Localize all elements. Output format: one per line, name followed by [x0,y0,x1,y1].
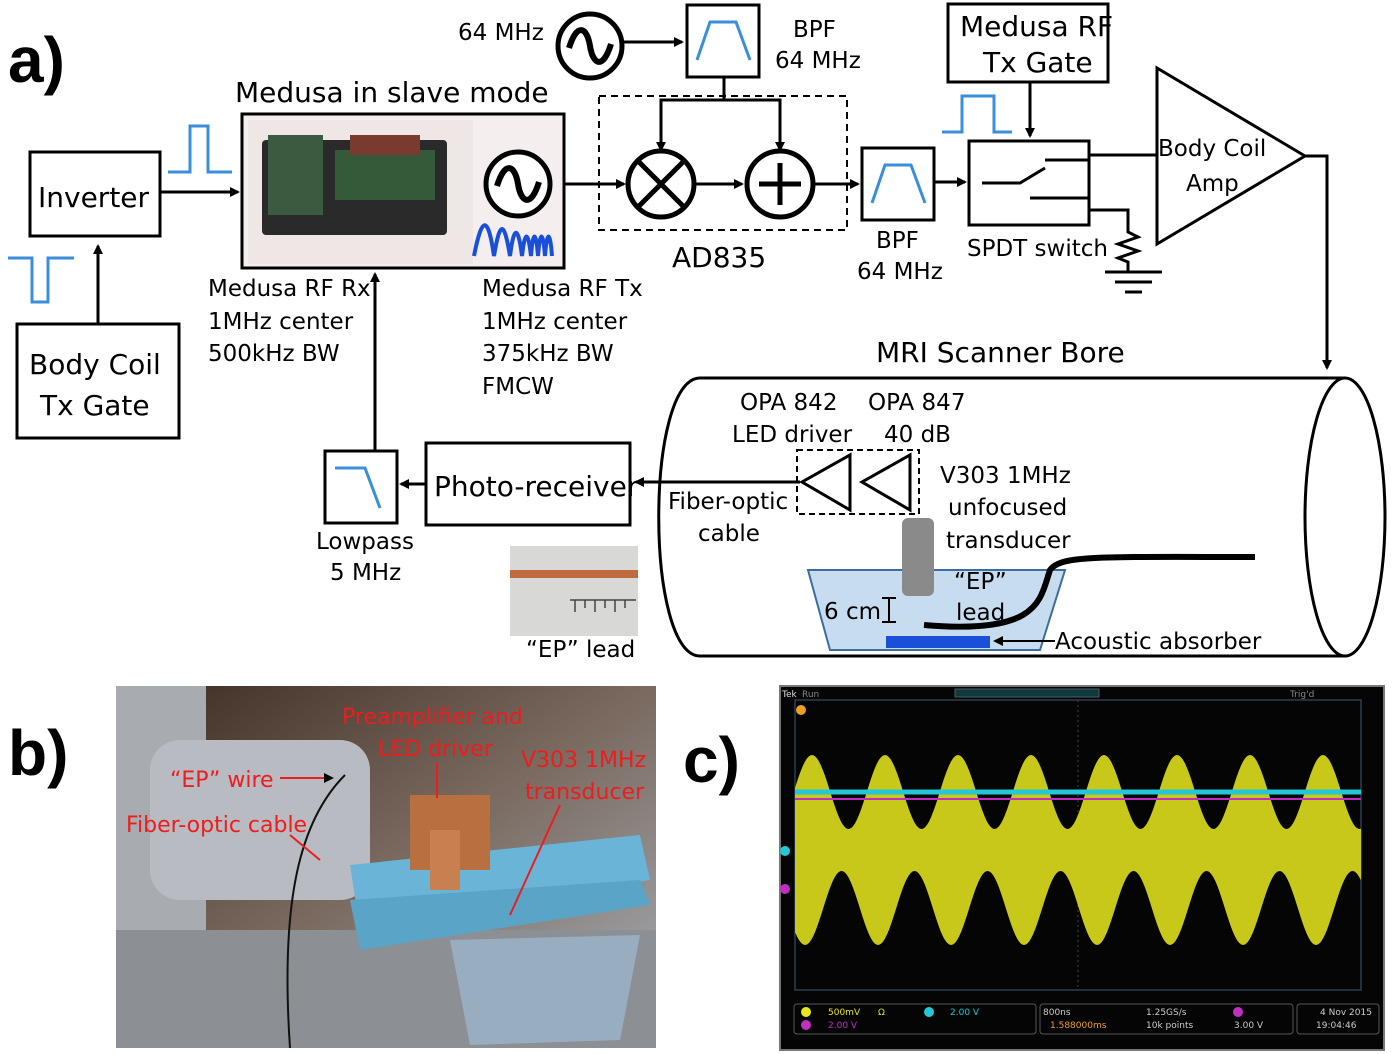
scope-date: 4 Nov 2015 [1320,1008,1372,1018]
spdt-label: SPDT switch [967,236,1108,262]
osc-64-label: 64 MHz [458,20,544,46]
label: LED driver [378,737,494,762]
ch2-scale: 2.00 V [950,1008,980,1018]
ch3-scale: 2.00 V [828,1021,858,1031]
label: 375kHz BW [482,341,614,367]
ch1-coupling: Ω [878,1008,885,1018]
scope-time: 19:04:46 [1316,1021,1357,1031]
label: “EP” wire [170,768,274,793]
inverter-block: Inverter [28,150,162,238]
bandpass-icon [695,20,752,61]
label: Body Coil [1158,136,1266,162]
label: Fiber-optic cable [126,813,307,838]
panel-label-b: b) [8,717,68,789]
trigger-level: 3.00 V [1234,1021,1264,1031]
mri-bore-cylinder [657,376,1345,658]
label: 40 dB [884,422,951,448]
label: 1MHz center [482,309,628,335]
label: BPF [876,228,919,254]
label: Preamplifier and [342,705,523,730]
pulse-icon [942,94,1012,134]
inverted-pulse-icon [8,256,74,304]
acoustic-absorber [886,636,990,648]
oscilloscope-screenshot: Tek Run Trig'd 500mV Ω 2.00 V 2.00 V 800… [779,685,1385,1051]
label: Lowpass [316,529,414,555]
block-diagram: Inverter Body Coil Tx Gate Medusa in sla… [8,2,1387,663]
label: V303 1MHz [521,748,646,773]
timebase: 800ns [1043,1008,1071,1018]
photo-receiver-label: Photo-receiver [434,470,639,503]
sample-rate: 1.25GS/s [1146,1008,1187,1018]
ep-lead-wire [923,553,1256,630]
label: FMCW [482,374,554,400]
label: 5 MHz [330,560,401,586]
scope-run-status: Run [802,690,819,700]
mri-bore-label: MRI Scanner Bore [876,336,1125,369]
medusa-rf-tx-gate-block [946,2,1110,84]
label: OPA 847 [868,390,965,416]
body-coil-amp-block [1155,65,1308,247]
panel-label-c: c) [683,724,740,796]
switch-icon [982,155,1091,200]
ch2-marker-icon [780,846,790,856]
ep-lead-photo-caption: “EP” lead [526,637,635,663]
lowpass-icon [335,466,382,509]
label: Medusa RF Rx [208,276,371,302]
absorber-label: Acoustic absorber [1055,629,1262,655]
trigger-marker-icon [796,705,806,715]
label: “EP” [954,569,1007,595]
label: 1MHz center [208,309,354,335]
medusa-block [240,112,566,270]
scope-brand: Tek [781,690,798,700]
scope-trigger-status: Trig'd [1289,690,1314,700]
distance-label: 6 cm [824,599,881,625]
label: OPA 842 [740,390,837,416]
label: Fiber-optic [668,489,788,515]
label: Tx Gate [39,389,150,422]
preamp [858,452,912,513]
bpf-top-block [685,3,761,79]
lowpass-block [323,449,399,525]
label: transducer [946,528,1071,554]
label: transducer [525,780,645,805]
trigger-delay: 1.588000ms [1050,1021,1107,1031]
ep-lead-photo [510,546,638,636]
ch1-scale: 500mV [828,1008,861,1018]
label: Medusa RF [960,10,1113,43]
ad835-label: AD835 [672,241,766,274]
water-tank [806,569,1067,651]
bpf-mid-block [860,146,936,222]
led-driver-amp [798,452,852,513]
setup-photo: Preamplifier and LED driver V303 1MHz tr… [116,686,656,1049]
label: 500kHz BW [208,341,340,367]
label: LED driver [732,422,853,448]
label: cable [698,521,760,547]
panel-label-a: a) [8,24,65,96]
ch3-marker-icon [780,884,790,894]
photo-receiver-block [424,441,632,527]
label: Body Coil [29,348,161,381]
record-length: 10k points [1146,1021,1193,1031]
spdt-switch-block [967,139,1091,227]
label: BPF [793,17,836,43]
label: Tx Gate [982,46,1093,79]
label: Amp [1186,171,1239,197]
transducer-icon [902,518,934,596]
medusa-title: Medusa in slave mode [235,76,549,109]
fmcw-waveform-icon [472,223,554,257]
label: 64 MHz [775,48,861,74]
label: unfocused [948,495,1067,521]
bandpass-icon [870,163,927,204]
pulse-icon [168,124,232,174]
label: V303 1MHz [940,463,1071,489]
label: Medusa RF Tx [482,276,643,302]
label: lead [956,600,1005,626]
body-coil-tx-gate-block: Body Coil Tx Gate [15,322,181,440]
inverter-label: Inverter [38,181,150,214]
label: 64 MHz [857,259,943,285]
ch1-am-waveform [795,755,1361,945]
